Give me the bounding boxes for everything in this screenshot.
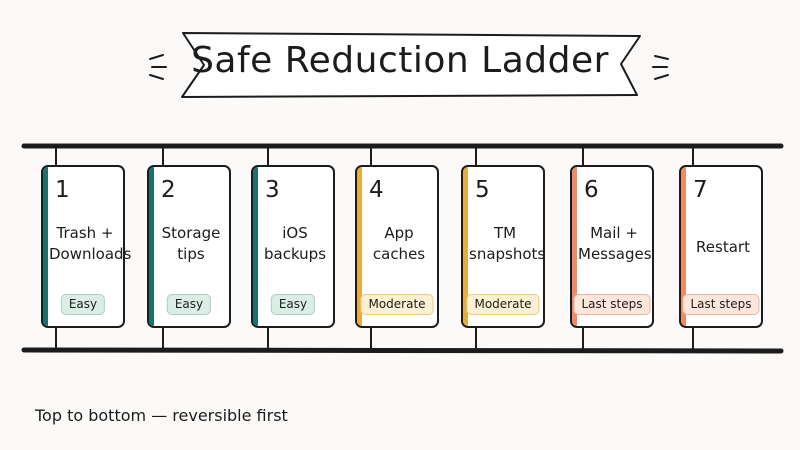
sparkle-left-icon: [149, 54, 167, 80]
level-stripe: [253, 167, 258, 326]
title-banner: [149, 32, 669, 98]
level-badge: Moderate: [360, 294, 434, 315]
step-number: 4: [369, 177, 384, 203]
footer-note: Top to bottom — reversible first: [35, 406, 288, 425]
step-label: Mail + Messages: [578, 224, 652, 263]
step-card-7: 7 Restart Last steps: [679, 165, 763, 328]
level-badge: Last steps: [573, 294, 651, 315]
step-label: Storage tips: [161, 224, 221, 263]
step-label: Trash + Downloads: [49, 224, 132, 263]
step-card-1: 1 Trash + Downloads Easy: [41, 165, 132, 328]
level-badge: Easy: [60, 294, 106, 315]
step-label: App caches: [372, 224, 426, 263]
level-stripe: [357, 167, 362, 326]
step-number: 5: [475, 177, 490, 203]
ladder-bottom-rail: [21, 347, 784, 354]
step-card-3: 3 iOS backups Easy: [251, 165, 335, 328]
level-badge: Last steps: [682, 294, 760, 315]
step-number: 6: [584, 177, 599, 203]
level-badge: Easy: [166, 294, 212, 315]
level-badge: Easy: [270, 294, 316, 315]
step-number: 1: [55, 177, 70, 203]
step-number: 7: [693, 177, 708, 203]
level-stripe: [149, 167, 154, 326]
step-number: 2: [161, 177, 176, 203]
level-stripe: [572, 167, 577, 326]
level-stripe: [681, 167, 686, 326]
step-label: iOS backups: [263, 224, 327, 263]
level-stripe: [463, 167, 468, 326]
step-card-2: 2 Storage tips Easy: [147, 165, 231, 328]
step-number: 3: [265, 177, 280, 203]
step-card-5: 5 TM snapshots Moderate: [461, 165, 545, 328]
sparkle-right-icon: [652, 55, 669, 80]
level-badge: Moderate: [466, 294, 540, 315]
level-stripe: [43, 167, 48, 326]
step-label: TM snapshots: [469, 224, 546, 263]
step-label: Restart: [696, 238, 750, 256]
step-card-6: 6 Mail + Messages Last steps: [570, 165, 654, 328]
page-title: Safe Reduction Ladder: [191, 40, 609, 81]
step-card-4: 4 App caches Moderate: [355, 165, 439, 328]
